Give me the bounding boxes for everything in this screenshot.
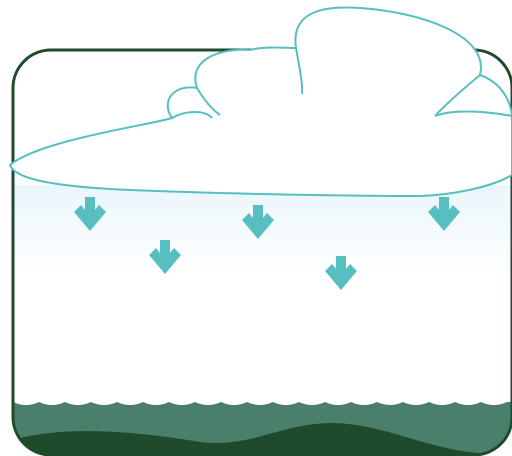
rain-diagram (0, 0, 512, 456)
rain-diagram-svg (0, 0, 512, 456)
